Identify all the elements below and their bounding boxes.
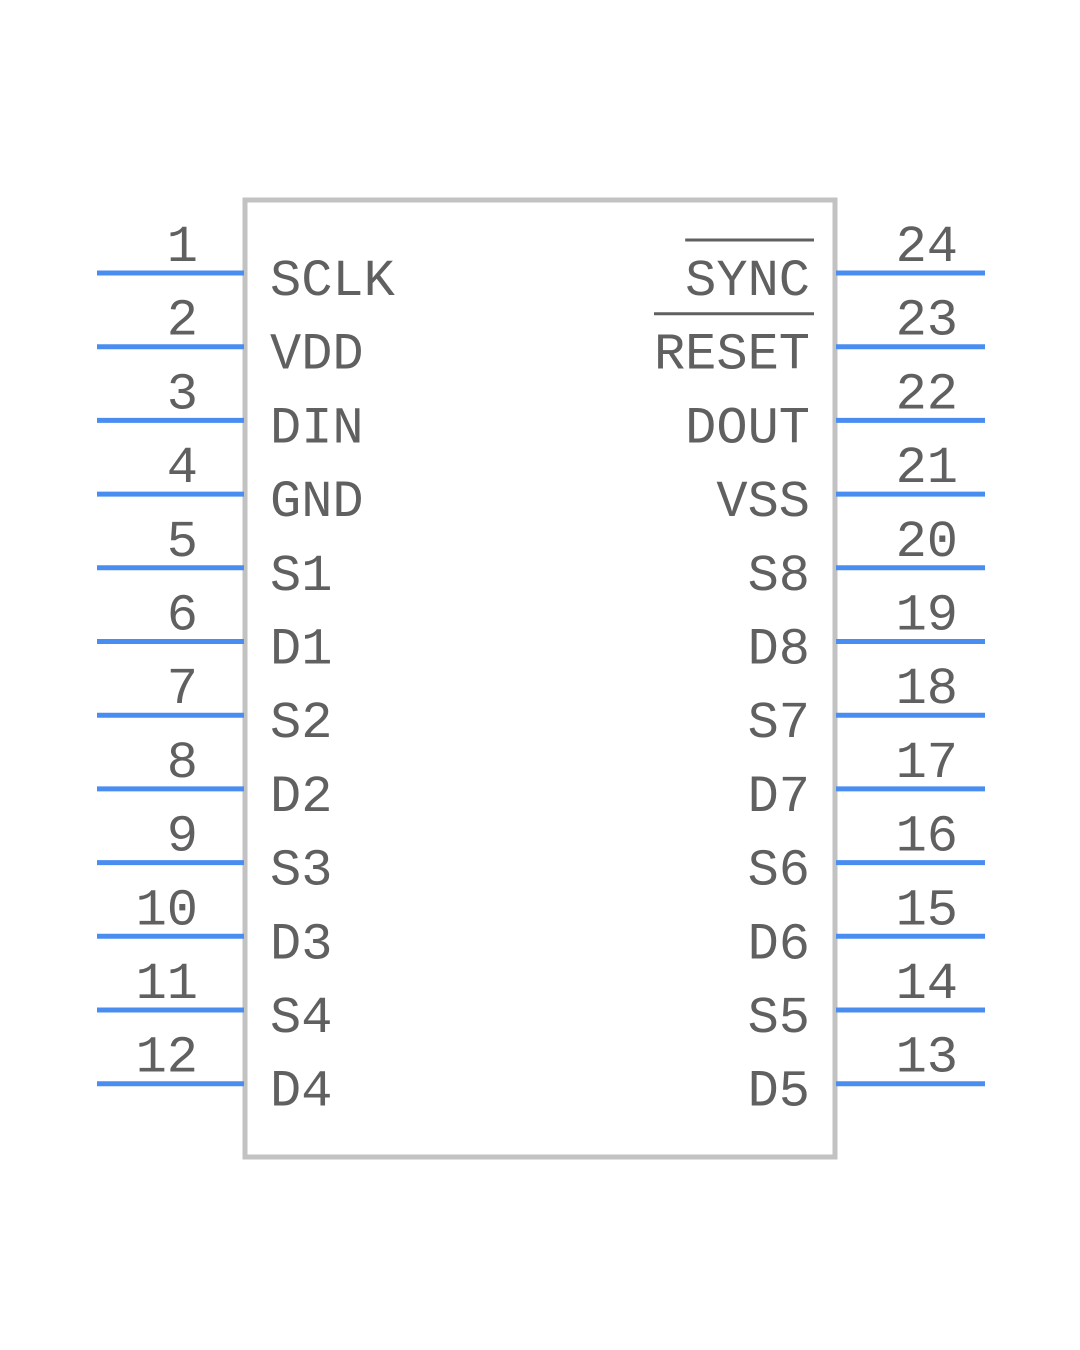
pin-number: 14 <box>896 955 958 1014</box>
pin-number: 24 <box>896 218 958 277</box>
ic-body <box>242 197 838 1160</box>
pin-8: 8D2 <box>97 734 332 827</box>
pin-name: D1 <box>270 621 332 680</box>
pin-name: S7 <box>748 694 810 753</box>
pin-name: D8 <box>748 621 810 680</box>
pin-name: DIN <box>270 399 364 458</box>
pin-number: 22 <box>896 365 958 424</box>
pin-name: D7 <box>748 768 810 827</box>
pin-number: 16 <box>896 808 958 867</box>
pin-name: S8 <box>748 547 810 606</box>
pin-name: SCLK <box>270 252 396 311</box>
pin-name: S2 <box>270 694 332 753</box>
pin-number: 1 <box>167 218 198 277</box>
pin-name: D4 <box>270 1063 332 1122</box>
pin-name: D6 <box>748 915 810 974</box>
pin-number: 20 <box>896 513 958 572</box>
pin-number: 3 <box>167 365 198 424</box>
pin-number: 11 <box>136 955 198 1014</box>
pin-number: 10 <box>136 881 198 940</box>
pin-number: 23 <box>896 292 958 351</box>
pin-name: VDD <box>270 326 364 385</box>
pin-number: 6 <box>167 587 198 646</box>
pin-number: 18 <box>896 660 958 719</box>
pin-name: D3 <box>270 915 332 974</box>
pin-number: 8 <box>167 734 198 793</box>
pin-number: 5 <box>167 513 198 572</box>
pin-number: 2 <box>167 292 198 351</box>
pin-name: RESET <box>654 326 810 385</box>
pin-name: D5 <box>748 1063 810 1122</box>
pin-number: 17 <box>896 734 958 793</box>
pin-name: GND <box>270 473 364 532</box>
pin-name: S3 <box>270 842 332 901</box>
pin-name: S4 <box>270 989 332 1048</box>
pin-number: 19 <box>896 587 958 646</box>
pin-name: S1 <box>270 547 332 606</box>
pin-number: 21 <box>896 439 958 498</box>
pin-name: S5 <box>748 989 810 1048</box>
pin-name: D2 <box>270 768 332 827</box>
pin-number: 12 <box>136 1029 198 1088</box>
pin-7: 7S2 <box>97 660 332 753</box>
pin-number: 7 <box>167 660 198 719</box>
pin-name: VSS <box>716 473 810 532</box>
pin-9: 9S3 <box>97 808 332 901</box>
pin-number: 9 <box>167 808 198 867</box>
pin-name: SYNC <box>685 252 810 311</box>
pin-number: 15 <box>896 881 958 940</box>
pin-number: 13 <box>896 1029 958 1088</box>
pin-6: 6D1 <box>97 587 332 680</box>
pin-5: 5S1 <box>97 513 332 606</box>
pin-number: 4 <box>167 439 198 498</box>
pin-name: S6 <box>748 842 810 901</box>
pin-name: DOUT <box>685 399 810 458</box>
